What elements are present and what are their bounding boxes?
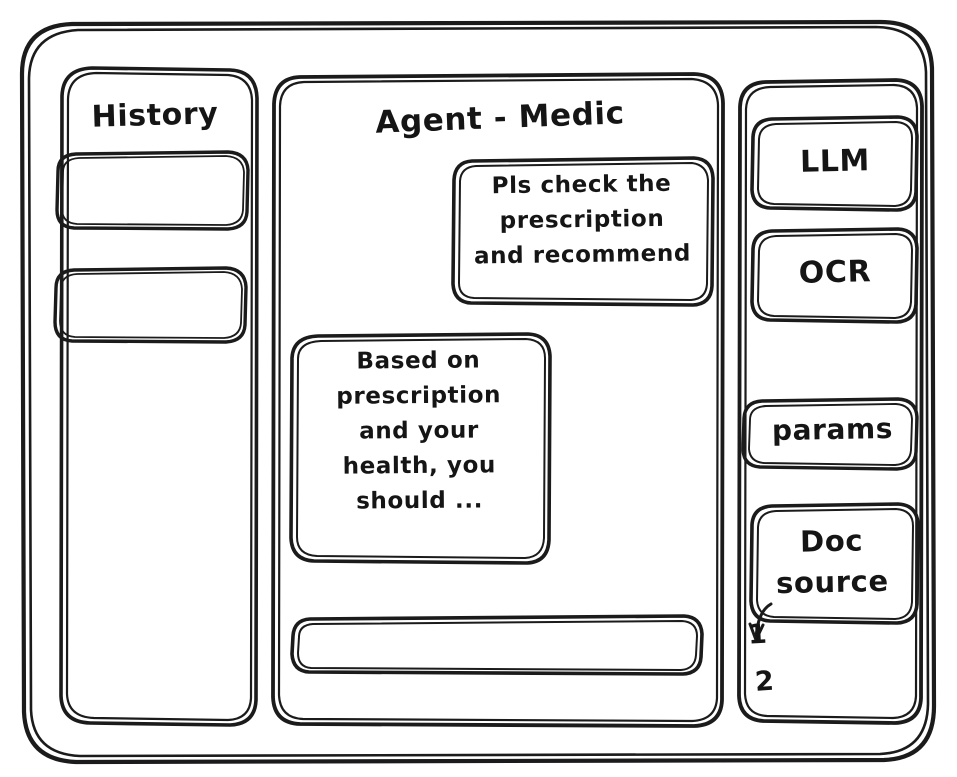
message-composer-input[interactable] xyxy=(292,616,702,675)
history-panel-title: History xyxy=(91,96,219,135)
tool-llm-button[interactable] xyxy=(752,117,918,211)
history-item-1[interactable] xyxy=(57,152,249,230)
user-message-bubble[interactable] xyxy=(453,158,713,306)
doc-ref-1[interactable] xyxy=(744,612,784,650)
agent-panel-title: Agent - Medic xyxy=(374,95,626,141)
agent-message-bubble[interactable] xyxy=(291,334,550,564)
tool-doc-source-button[interactable] xyxy=(751,504,919,624)
tool-ocr-button[interactable] xyxy=(752,229,918,323)
doc-ref-2[interactable] xyxy=(750,658,790,698)
tool-params-button[interactable] xyxy=(743,399,918,470)
history-item-2[interactable] xyxy=(55,268,247,343)
